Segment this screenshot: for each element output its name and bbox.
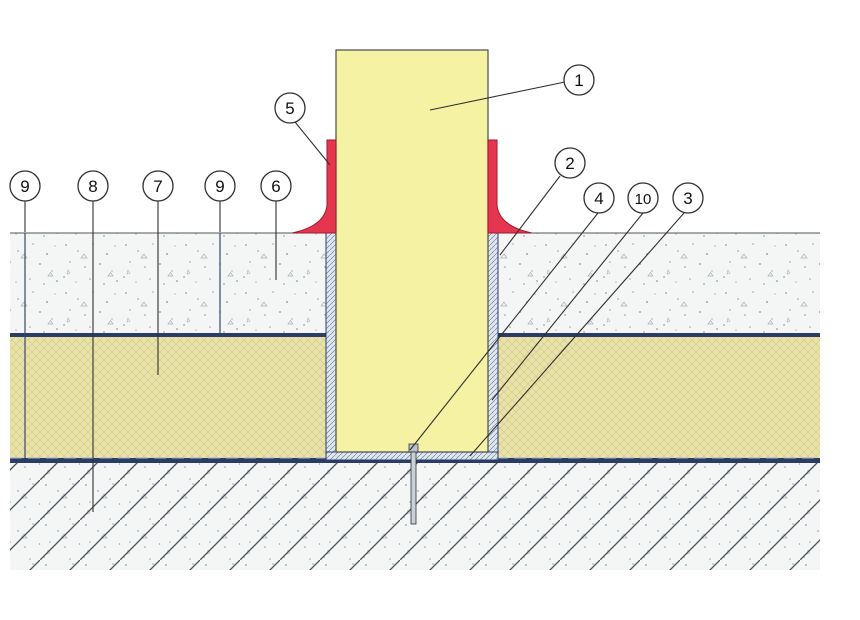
- sealant-right: [487, 139, 533, 234]
- callout-3-label: 3: [683, 189, 692, 208]
- callout-4: 4: [583, 182, 615, 214]
- callout-8: 8: [77, 170, 109, 202]
- membrane-upper-right: [498, 333, 820, 337]
- callout-7-label: 7: [153, 177, 162, 196]
- callout-1-label: 1: [574, 71, 583, 90]
- callout-4-label: 4: [594, 189, 603, 208]
- sleeve-right: [487, 232, 499, 462]
- callout-9-right-label: 9: [215, 177, 224, 196]
- callout-9-left-label: 9: [20, 177, 29, 196]
- callout-6: 6: [260, 170, 292, 202]
- callout-5-label: 5: [285, 99, 294, 118]
- callout-5: 5: [274, 92, 306, 124]
- callout-2: 2: [554, 147, 586, 179]
- callout-10: 10: [627, 182, 659, 214]
- callout-1: 1: [563, 64, 595, 96]
- callout-9-left: 9: [9, 170, 41, 202]
- callout-3: 3: [672, 182, 704, 214]
- sealant-left: [291, 139, 337, 234]
- callout-10-label: 10: [635, 191, 652, 208]
- anchor-bolt: [410, 451, 417, 525]
- leader-lines: [24, 81, 685, 512]
- sleeve-left: [325, 232, 337, 462]
- membrane-upper-left: [10, 333, 326, 337]
- callout-7: 7: [142, 170, 174, 202]
- callout-6-label: 6: [271, 177, 280, 196]
- callout-9-right: 9: [204, 170, 236, 202]
- post: [335, 49, 489, 453]
- callout-2-label: 2: [565, 154, 574, 173]
- callout-8-label: 8: [88, 177, 97, 196]
